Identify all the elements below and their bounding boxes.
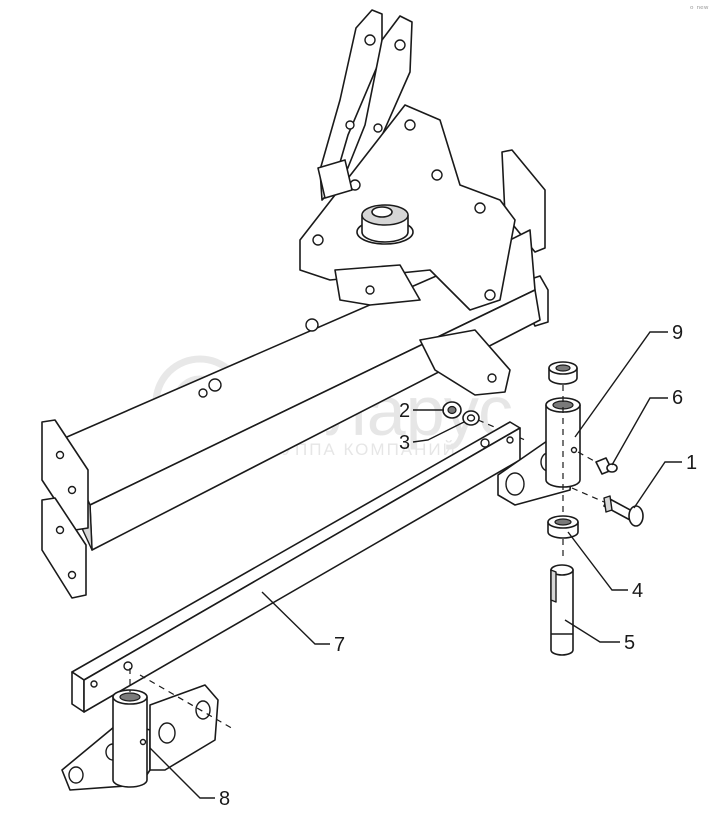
axis-fitting [577,451,597,463]
lower-plate-hole [195,700,211,720]
part-7-link-bar [71,421,521,713]
leader-1 [633,461,682,509]
lower-plate-hole [158,722,176,744]
leader-8 [149,747,215,799]
frame-assembly [41,9,549,599]
hinge-plate-hole [505,472,525,496]
leader-5 [564,619,620,643]
triangle-bracket-tab [334,264,421,306]
part-1-bolt [603,495,644,527]
part-5-pin [550,564,574,656]
callout-labels: 9 6 1 4 5 7 8 2 3 [219,322,697,810]
plate-hole [364,34,376,46]
callout-9: 9 [672,322,683,344]
lower-grease-hole [139,738,147,746]
callout-8: 8 [219,788,230,810]
beam-hole [198,388,208,398]
leader-9 [574,331,668,438]
part-3-washer [462,410,480,426]
hinge-grease-hole [570,446,578,454]
beam-hole [305,318,319,332]
link-bar-hole [480,438,490,448]
left-flange-upper [41,419,89,531]
link-bar-hole [123,661,133,671]
flange-hole [67,485,77,495]
axis-bolt [571,487,605,503]
callout-6: 6 [672,387,683,409]
bushing-top-bore [555,364,571,372]
bracket-hole [404,119,416,131]
callout-7: 7 [334,634,345,656]
callout-4: 4 [632,580,643,602]
pivot-hub-center [371,206,393,218]
link-bar-end [71,671,85,713]
leader-6 [611,397,668,466]
plate-hole [394,39,406,51]
axis-lower-bar [139,674,236,731]
plate-hole [345,120,355,130]
callout-1: 1 [686,452,697,474]
flange-hole [67,570,77,580]
part-4-bushing [547,515,579,539]
bracket-hole [312,234,324,246]
flange-hole [55,450,65,460]
triangle-bracket-upper [299,104,516,311]
part-2-nut [442,401,462,419]
bracket-hole [431,169,443,181]
bracket-hole [365,285,375,295]
link-bar-hole [506,436,514,444]
plate-hole [373,123,383,133]
corner-mark: ᵒ ⁿᵉʷ [690,5,709,15]
callout-2: 2 [399,400,410,422]
leader-7 [261,591,330,645]
callout-leaders [149,331,682,799]
fitting-nipple [606,463,618,473]
shoulder-block [317,159,353,199]
washer-bore [466,414,476,422]
bracket-hole [474,202,486,214]
bracket-hole [484,289,496,301]
part-6-grease-fitting [595,457,618,475]
nut-bore [447,405,457,415]
callout-5: 5 [624,632,635,654]
lower-tube-body [112,696,148,788]
bushing-top [548,361,578,385]
bracket-hole [487,373,497,383]
lower-tube-bore [119,692,141,702]
callout-3: 3 [399,432,410,454]
beam-hole [208,378,222,392]
leader-4 [567,531,628,591]
lower-plate-hole [68,766,84,784]
bushing-bore [554,518,572,526]
flange-hole [55,525,65,535]
bolt-head [628,505,644,527]
leader-3 [412,421,465,443]
watermark-subtitle: ГРУППА КОМПАНИЙ [258,440,457,459]
pin-groove [550,569,557,603]
link-bar-hole [90,680,98,688]
bolt-thread [603,495,613,513]
